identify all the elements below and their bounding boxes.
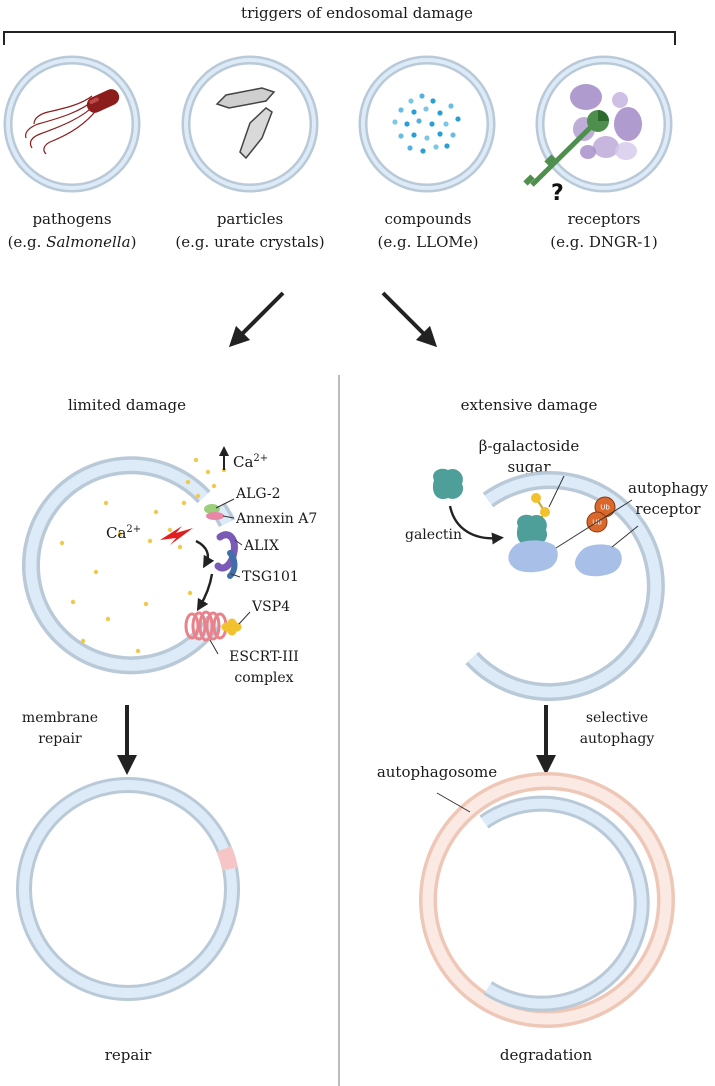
autophagy-receptor-icon-1 xyxy=(508,540,558,573)
beta-galactoside-label-line1: β-galactoside xyxy=(479,437,580,455)
trigger-example: (e.g. LLOMe) xyxy=(378,233,479,251)
escrt-recruit-arrow-2 xyxy=(196,573,214,612)
trigger-label-pathogens: pathogens (e.g. Salmonella) xyxy=(8,210,137,251)
selective-autophagy-label-line1: selective xyxy=(586,710,648,726)
autophagy-receptor-label-line2: receptor xyxy=(635,500,701,518)
trigger-pathogens-circle xyxy=(3,55,141,193)
vsp4-label: VSP4 xyxy=(251,599,290,615)
alix-label: ALIX xyxy=(243,538,279,554)
calcium-out-label: Ca2+ xyxy=(233,453,268,471)
escrt-recruit-arrow-1 xyxy=(195,539,215,569)
galectin-label: galectin xyxy=(405,527,462,543)
selective-autophagy-label-line2: autophagy xyxy=(580,731,655,747)
ubiquitin-icon: Ub Ub xyxy=(586,496,616,533)
trigger-example: (e.g. urate crystals) xyxy=(175,233,324,251)
receptor-leader-lines xyxy=(555,499,639,549)
free-galectin-icon xyxy=(432,468,464,500)
trigger-name: compounds xyxy=(385,210,472,228)
dngr1-receptor-icon xyxy=(523,84,642,187)
damage-bolt-icon xyxy=(160,526,193,545)
vps4-icon xyxy=(221,618,242,636)
membrane-repair-label-line2: repair xyxy=(38,731,82,747)
trigger-name: particles xyxy=(217,210,283,228)
trigger-label-particles: particles (e.g. urate crystals) xyxy=(175,210,324,251)
trigger-compounds-circle xyxy=(358,55,496,193)
tsg101-label: TSG101 xyxy=(242,569,299,585)
repair-outcome-label: repair xyxy=(105,1046,152,1064)
extensive-damage-title: extensive damage xyxy=(461,396,598,414)
left-leader-lines xyxy=(209,498,251,655)
annexin-a7-label: Annexin A7 xyxy=(235,511,317,527)
trigger-receptors-circle: ? xyxy=(523,55,673,206)
trigger-name: receptors xyxy=(568,210,641,228)
trigger-particles-circle xyxy=(181,55,319,193)
membrane-repair-label-line1: membrane xyxy=(22,710,98,726)
header-title: triggers of endosomal damage xyxy=(241,4,473,22)
unknown-mechanism-mark: ? xyxy=(551,181,564,206)
autophagosome xyxy=(419,772,675,1028)
header-bracket xyxy=(3,31,676,45)
limited-damage-title: limited damage xyxy=(68,396,186,414)
trigger-label-receptors: receptors (e.g. DNGR-1) xyxy=(550,210,658,251)
alg2-label: ALG-2 xyxy=(235,486,281,502)
alg2-annexin-icon xyxy=(204,504,224,520)
trigger-example: (e.g. DNGR-1) xyxy=(550,233,658,251)
alix-tsg101-icon xyxy=(214,531,238,579)
trigger-label-compounds: compounds (e.g. LLOMe) xyxy=(378,210,479,251)
calcium-ions xyxy=(59,457,227,654)
arrow-to-limited-damage xyxy=(228,291,285,348)
degradation-outcome-label: degradation xyxy=(500,1046,593,1064)
urate-crystal-icon xyxy=(215,87,276,160)
repaired-endosome xyxy=(16,777,240,1001)
escrt-iii-spiral-icon xyxy=(184,610,228,642)
autophagy-receptor-label-line1: autophagy xyxy=(628,479,708,497)
autophagosome-label: autophagosome xyxy=(377,763,497,781)
autophagosome-leader-line xyxy=(436,792,471,813)
arrow-to-extensive-damage xyxy=(381,291,438,348)
ruptured-endosome xyxy=(465,471,665,702)
calcium-in-label: Ca2+ xyxy=(106,524,141,542)
sugar-leader-line xyxy=(548,475,565,508)
bound-galectin-icon xyxy=(516,514,548,546)
repaired-patch xyxy=(216,845,238,871)
salmonella-icon xyxy=(25,89,120,155)
galectin-binding-arrow xyxy=(448,505,504,545)
autophagy-receptor-icon-2 xyxy=(575,544,622,577)
ub-label: Ub xyxy=(600,504,610,512)
trigger-example: (e.g. Salmonella) xyxy=(8,233,137,251)
llome-dots-icon xyxy=(392,93,461,154)
trigger-name: pathogens xyxy=(32,210,111,228)
escrt-iii-label-line2: complex xyxy=(234,670,293,686)
escrt-iii-label-line1: ESCRT-III xyxy=(229,649,299,665)
